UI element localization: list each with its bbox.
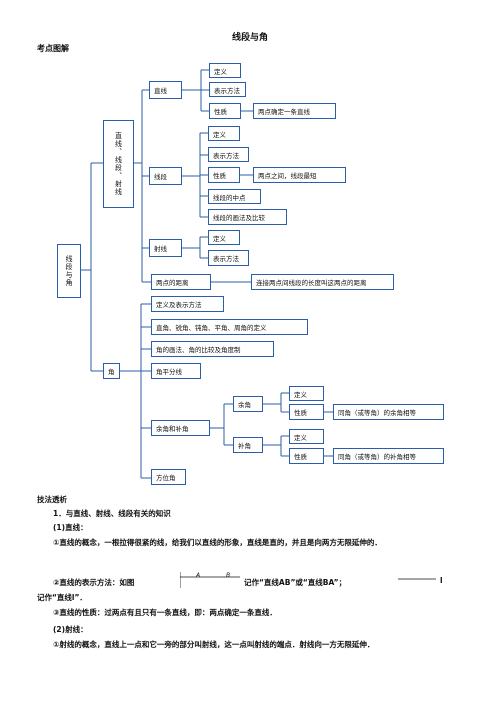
node-line: 直线 xyxy=(149,81,182,99)
node-segment-def: 定义 xyxy=(208,126,240,141)
diagram-group-lines: 直线、线段、射线 xyxy=(103,120,134,208)
node-comp-def: 定义 xyxy=(289,386,324,401)
node-angle-types: 直角、锐角、钝角、平角、周角的定义 xyxy=(151,319,308,335)
node-supp-prop: 性质 xyxy=(289,448,324,464)
section-heading-diagram: 考点图解 xyxy=(37,44,69,53)
node-ray: 射线 xyxy=(149,239,182,257)
page-title: 线段与角 xyxy=(231,33,268,43)
line-l-figure xyxy=(398,578,436,580)
node-line-rep: 表示方法 xyxy=(209,82,246,97)
node-supp-def: 定义 xyxy=(289,429,324,444)
node-segment-prop: 性质 xyxy=(208,167,240,183)
point-b-label: B xyxy=(226,572,231,579)
line-l-label: l xyxy=(440,576,443,585)
item-heading: 1．与直线、射线、线段有关的知识 xyxy=(53,509,171,518)
line-notation-prefix: ②直线的表示方法：如图 xyxy=(53,578,135,587)
sub-heading-line: (1)直线： xyxy=(53,523,88,532)
point-a-label: A xyxy=(196,572,201,579)
node-ray-def: 定义 xyxy=(208,230,240,245)
node-line-prop: 性质 xyxy=(209,103,241,119)
node-supp-prop-text: 同角（或等角）的补角相等 xyxy=(333,448,444,464)
node-ray-rep: 表示方法 xyxy=(208,250,249,266)
node-distance: 两点的距离 xyxy=(151,274,211,290)
line-ab-figure xyxy=(180,572,240,588)
node-comp-prop: 性质 xyxy=(289,404,324,420)
node-angle: 角 xyxy=(103,363,120,379)
node-comp: 余角 xyxy=(233,396,263,412)
sub-heading-ray: (2)射线： xyxy=(53,625,88,634)
node-bearing: 方位角 xyxy=(151,469,186,485)
node-angle-bisector: 角平分线 xyxy=(151,363,201,379)
node-supp: 补角 xyxy=(233,437,263,453)
diagram-root: 线段与角 xyxy=(57,244,81,298)
paragraph-ray-concept: ①射线的概念，直线上一点和它一旁的部分叫射线，这一点叫射线的端点．射线向一方无限… xyxy=(53,640,375,649)
node-comp-supp: 余角和补角 xyxy=(151,420,210,436)
section-heading-techniques: 技法透析 xyxy=(37,495,67,504)
node-angle-def: 定义及表示方法 xyxy=(151,296,224,312)
node-segment-prop-text: 两点之间，线段最短 xyxy=(253,167,346,183)
line-notation-mid: 记作“直线AB”或“直线BA”； xyxy=(244,578,347,587)
node-line-prop-text: 两点确定一条直线 xyxy=(253,103,336,119)
node-angle-drawing: 角的画法、角的比较及角度制 xyxy=(151,341,274,357)
paragraph-line-concept: ①直线的概念，一根拉得很紧的线，给我们以直线的形象，直线是直的，并且是向两方无限… xyxy=(53,538,382,547)
paragraph-line-property: ③直线的性质：过两点有且只有一条直线，即：两点确定一条直线． xyxy=(53,608,277,617)
node-segment-drawing: 线段的画法及比较 xyxy=(208,209,287,225)
node-segment: 线段 xyxy=(149,167,182,185)
line-notation-end: 记作“直线l”． xyxy=(37,593,87,602)
node-segment-rep: 表示方法 xyxy=(208,147,249,162)
node-segment-midpoint: 线段的中点 xyxy=(208,189,261,204)
node-comp-prop-text: 同角（或等角）的余角相等 xyxy=(333,404,444,420)
node-distance-text: 连接两点间线段的长度叫这两点的距离 xyxy=(251,274,394,290)
node-line-def: 定义 xyxy=(209,63,241,78)
